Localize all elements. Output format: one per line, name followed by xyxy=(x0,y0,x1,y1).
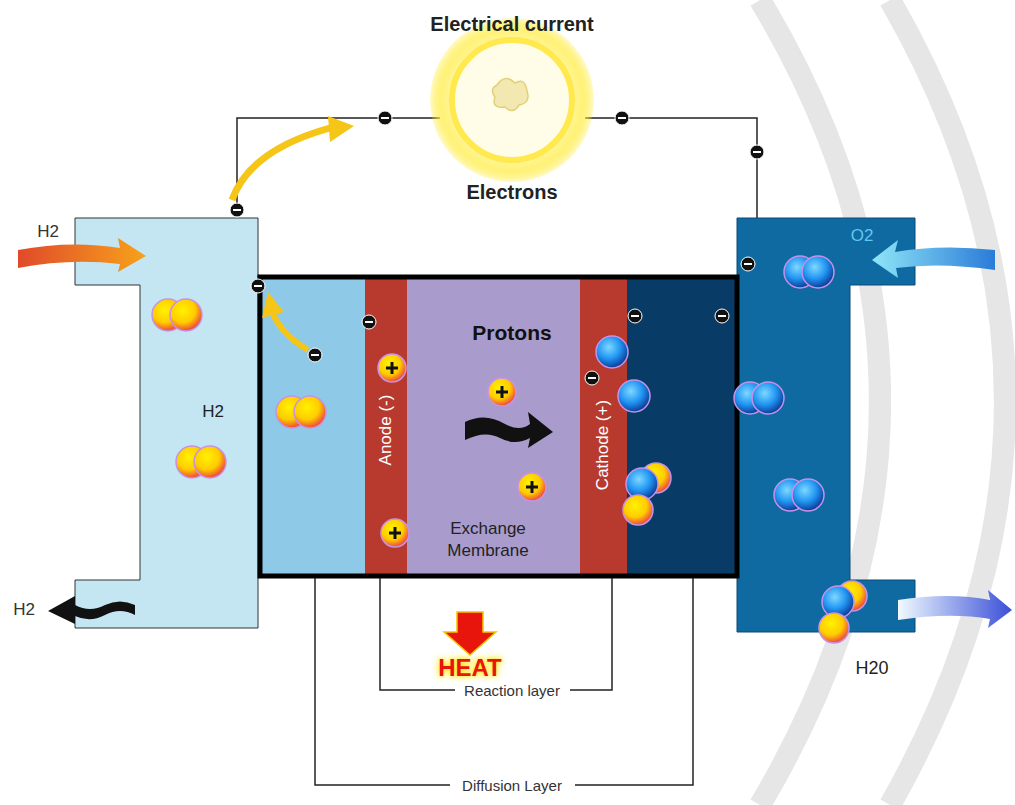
electron-sign xyxy=(631,315,639,317)
hydrogen-atom xyxy=(194,446,226,478)
electron xyxy=(585,371,599,385)
proton-sign xyxy=(531,481,534,493)
anode-chamber xyxy=(75,218,258,628)
bulb-filament xyxy=(492,78,528,110)
electron xyxy=(741,257,755,271)
electron xyxy=(308,348,322,362)
proton xyxy=(378,354,406,382)
oxygen-atom xyxy=(802,256,834,288)
electron-sign xyxy=(311,354,319,356)
node-text: O2 xyxy=(851,226,874,246)
proton-sign xyxy=(501,386,504,398)
electron xyxy=(378,111,392,125)
electron-sign xyxy=(588,377,596,379)
node-text: Protons xyxy=(472,321,551,345)
proton xyxy=(381,519,409,547)
anode-box: Anode (-) xyxy=(365,280,407,573)
water-outlet-arrow xyxy=(898,590,1012,628)
bulb xyxy=(452,40,572,160)
cathode-chamber xyxy=(737,218,915,632)
electron-sign xyxy=(233,209,241,211)
cathode-layer xyxy=(580,277,627,576)
membrane-box: ProtonsExchange Membrane xyxy=(407,280,580,573)
hydrogen-atom xyxy=(623,495,653,525)
hydrogen-outlet-arrow xyxy=(48,596,135,624)
cathode-diffusion-layer xyxy=(627,277,735,576)
wire xyxy=(585,118,757,218)
electron-sign xyxy=(744,263,752,265)
node-text: Anode (-) xyxy=(376,395,396,466)
proton-sign xyxy=(394,527,397,539)
water-label: H20 xyxy=(855,658,888,679)
bracket-label: Diffusion Layer xyxy=(457,777,567,794)
node-text: Cathode (+) xyxy=(593,400,613,490)
proton xyxy=(518,473,546,501)
electron-sign xyxy=(365,321,373,323)
electron-arrow-head xyxy=(328,116,354,142)
proton-sign xyxy=(391,362,394,374)
electron-sign xyxy=(718,315,726,317)
oxygen-atom xyxy=(792,479,824,511)
electron xyxy=(362,315,376,329)
anode-diffusion-layer xyxy=(260,277,365,576)
heat-arrow xyxy=(444,612,496,655)
cathode-box: Cathode (+) xyxy=(580,280,627,573)
hydrogen-atom xyxy=(819,613,849,643)
electron xyxy=(230,203,244,217)
gas-label: H2 xyxy=(37,222,59,242)
bracket-label: Reaction layer xyxy=(459,682,565,699)
oxygen-atom xyxy=(596,336,628,368)
background-arc xyxy=(890,0,1005,805)
anode-chamber-box: H2 xyxy=(140,285,258,578)
electron-sign xyxy=(618,117,626,119)
hydrogen-atom xyxy=(294,396,326,428)
oxygen-atom xyxy=(618,380,650,412)
electron-arrow-head xyxy=(262,292,284,318)
hydrogen-inlet-arrow xyxy=(18,238,146,272)
electron xyxy=(615,111,629,125)
electron xyxy=(715,309,729,323)
reaction-layer-bracket xyxy=(570,578,612,690)
oxygen-atom xyxy=(752,382,784,414)
electron-arrow xyxy=(232,128,330,200)
electron-sign xyxy=(254,285,262,287)
bulb-glow xyxy=(430,18,594,182)
membrane xyxy=(407,277,580,576)
heat-label: HEAT xyxy=(438,654,502,682)
electron xyxy=(251,279,265,293)
oxygen-inlet-arrow xyxy=(872,240,995,278)
title-label: Electrical current xyxy=(430,13,593,36)
node-text: Exchange Membrane xyxy=(432,518,544,562)
electron-sign xyxy=(381,117,389,119)
electron xyxy=(628,309,642,323)
cell-outline xyxy=(260,277,737,576)
diffusion-layer-bracket xyxy=(575,578,693,785)
proton-flow-arrow xyxy=(465,412,553,448)
gas-label: H2 xyxy=(13,600,35,620)
hydrogen-atom xyxy=(170,299,202,331)
electron-arrow xyxy=(272,312,308,350)
proton xyxy=(488,378,516,406)
electron xyxy=(750,145,764,159)
node-text: H2 xyxy=(202,402,224,422)
electrons-label: Electrons xyxy=(466,181,557,204)
cathode-chamber-box: O2 xyxy=(737,218,915,285)
electron-sign xyxy=(753,151,761,153)
diffusion-layer-bracket xyxy=(315,578,450,785)
